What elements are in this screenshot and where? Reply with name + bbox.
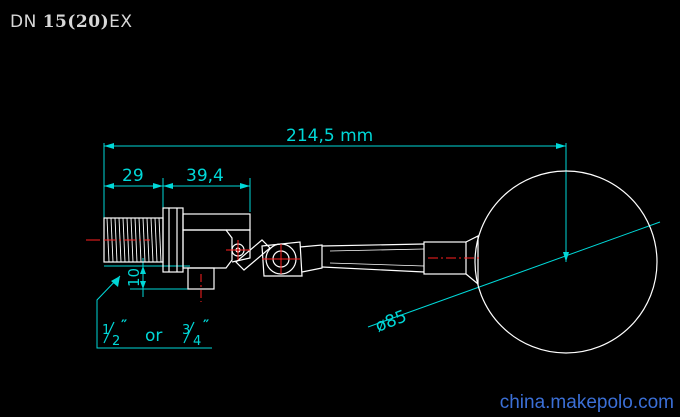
arm-rod-top (321, 243, 425, 247)
hex-flange (162, 207, 184, 273)
arm-coupling (299, 244, 323, 273)
dimension-arrowheads (104, 143, 569, 289)
thread-line (154, 217, 158, 263)
height-label: 10 (125, 268, 143, 287)
thread-option-a-inch-mark: ″ (121, 318, 127, 334)
body-top-band (182, 213, 251, 231)
drawing-title: DN 15(20)EX (10, 12, 133, 32)
ball-stem-flare (465, 235, 479, 286)
thread-size-note: 1 2 ″ or 3 4 ″ (102, 318, 209, 349)
outlet-nozzle (187, 267, 215, 290)
ball-diameter-label: ø85 (373, 307, 410, 337)
ball-diameter-dimension-line (367, 221, 661, 328)
thread-line (150, 217, 154, 263)
centerlines (86, 239, 480, 302)
thread-line (158, 217, 162, 263)
title-alt-size: (20) (67, 12, 110, 32)
thread-option-b-fraction-bar (183, 321, 195, 344)
thread-note-leader (96, 275, 212, 349)
thread-option-b-denominator: 4 (193, 334, 201, 349)
watermark: china.makepolo.com (499, 392, 674, 413)
thread-option-a-denominator: 2 (112, 334, 120, 349)
dimension-labels: 214,5 mm 29 39,4 10 ø85 (122, 126, 410, 337)
thread-option-b-numerator: 3 (182, 323, 190, 338)
float-ball (474, 170, 658, 354)
title-suffix: EX (109, 12, 133, 32)
body-lower-block (182, 229, 233, 269)
thread-option-a-fraction-bar (103, 321, 115, 344)
thread-length-label: 29 (122, 166, 144, 186)
thread-option-a-numerator: 1 (102, 323, 110, 338)
thread-note-connector: or (145, 326, 162, 346)
title-size: 15 (42, 12, 68, 32)
body-length-label: 39,4 (186, 166, 224, 186)
arm-rod-bottom (321, 266, 425, 273)
overall-length-label: 214,5 mm (286, 126, 373, 146)
knuckle-housing (261, 241, 303, 277)
title-prefix: DN (10, 12, 37, 32)
pivot-housing (226, 229, 251, 263)
thread-option-b-inch-mark: ″ (203, 318, 209, 334)
dimension-lines (96, 143, 661, 349)
